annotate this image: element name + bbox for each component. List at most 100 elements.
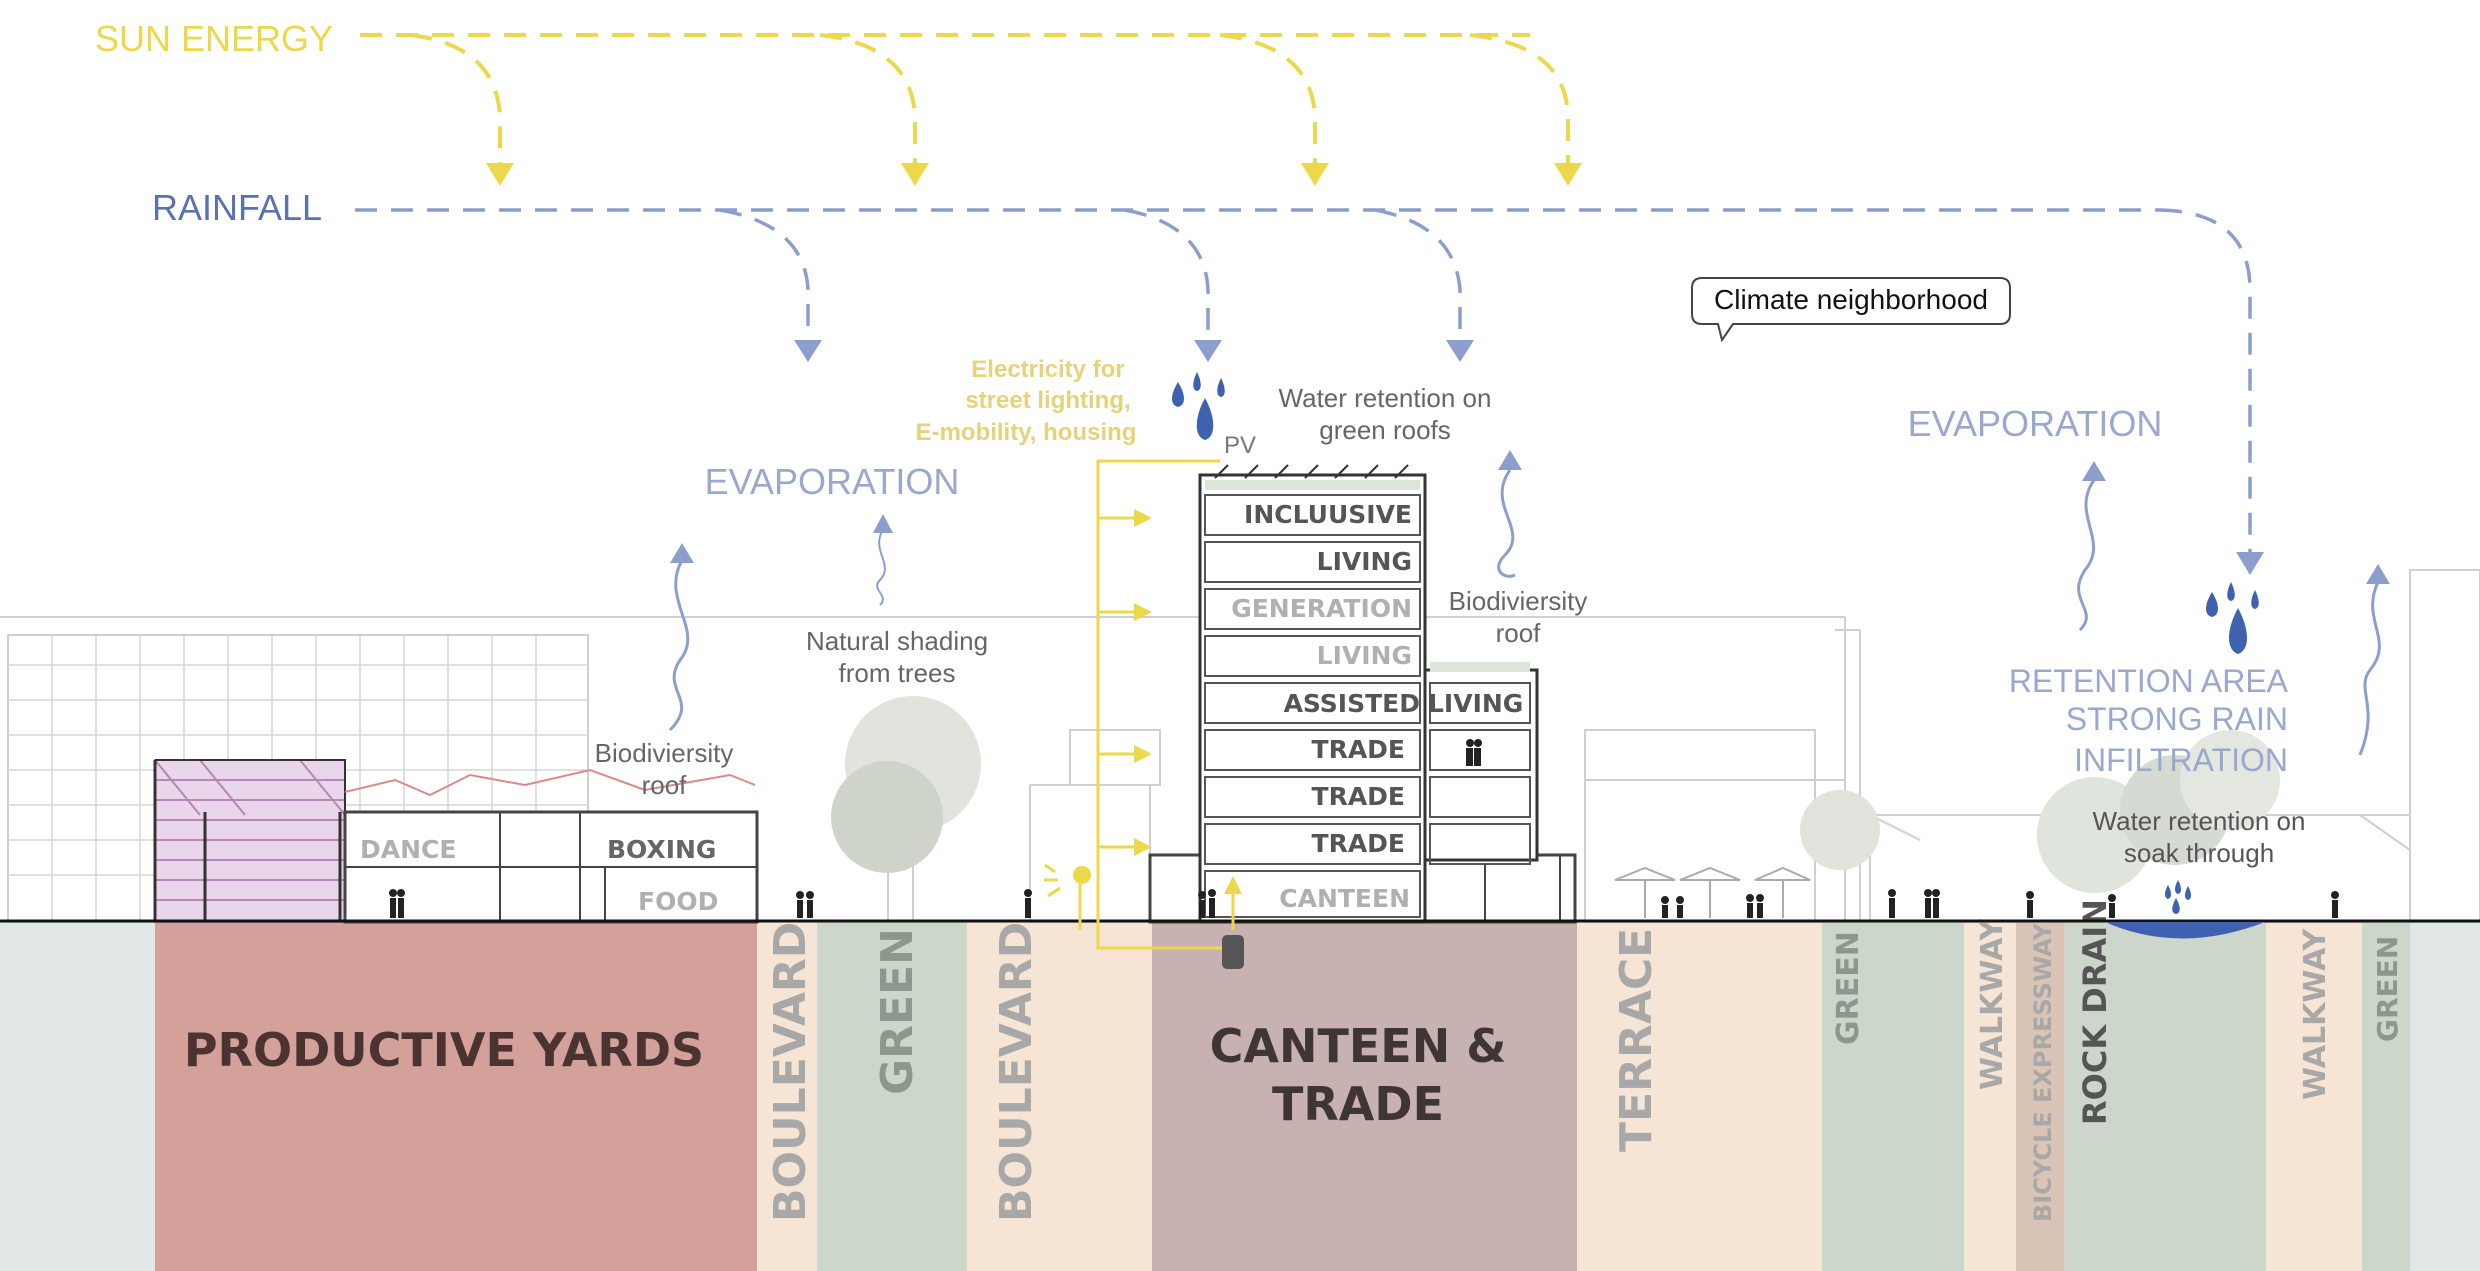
person-icon <box>2331 891 2339 918</box>
label-inclusive: INCLUUSIVE <box>1244 500 1412 529</box>
evaporation-squiggles <box>668 469 2381 756</box>
central-tower: INCLUUSIVE LIVING GENERATION LIVING ASSI… <box>1148 464 1577 924</box>
person-icon <box>1924 889 1932 918</box>
retention-area-note-3: INFILTRATION <box>2074 742 2288 778</box>
productive-yards-building: DANCE BOXING FOOD <box>153 759 759 924</box>
climate-neighborhood-callout: Climate neighborhood <box>1691 277 2011 343</box>
natural-shading-note-1: Natural shading <box>806 626 988 656</box>
water-soak-note-1: Water retention on <box>2093 806 2306 836</box>
person-icon <box>2108 894 2116 918</box>
label-boulevard-1: BOULEVARD <box>765 922 816 1222</box>
label-food: FOOD <box>638 887 718 916</box>
water-drop-icon <box>1217 378 1225 397</box>
label-rock-drain: ROCK DRAIN <box>2076 899 2114 1125</box>
water-drop-icon <box>2185 886 2191 900</box>
label-boulevard-2: BOULEVARD <box>991 922 1042 1222</box>
label-assisted: ASSISTED <box>1284 689 1420 718</box>
retention-area-note-1: RETENTION AREA <box>2009 663 2289 699</box>
label-green-2: GREEN <box>1831 931 1866 1045</box>
water-retention-roofs-note-2: green roofs <box>1319 415 1451 445</box>
evaporation-label-left: EVAPORATION <box>705 461 960 502</box>
water-drop-icon <box>1196 398 1214 440</box>
label-canteen-trade-1: CANTEEN & <box>1210 1019 1507 1073</box>
electricity-note-3: E-mobility, housing <box>916 419 1137 446</box>
label-productive-yards: PRODUCTIVE YARDS <box>184 1023 704 1077</box>
person-icon <box>1208 889 1216 918</box>
retention-basin <box>2105 922 2265 939</box>
water-drop-icon <box>2172 898 2180 914</box>
label-green-3: GREEN <box>2371 936 2404 1042</box>
electricity-note-2: street lighting, <box>965 387 1130 414</box>
water-retention-roofs-note-1: Water retention on <box>1279 383 1492 413</box>
label-living-1: LIVING <box>1317 547 1412 576</box>
zone-labels: PRODUCTIVE YARDS BOULEVARD GREEN BOULEVA… <box>184 899 2404 1222</box>
person-icon <box>389 889 397 918</box>
label-generation: GENERATION <box>1231 594 1412 623</box>
zone-green-3 <box>2362 922 2410 1271</box>
water-drop-icon <box>1193 372 1201 391</box>
label-living-2: LIVING <box>1317 641 1412 670</box>
electricity-distribution <box>1044 459 1242 950</box>
person-icon <box>1198 891 1206 918</box>
zone-walkway-2 <box>2266 922 2362 1271</box>
water-drop-icon <box>2206 592 2218 617</box>
person-icon <box>2026 891 2034 918</box>
rain-arrowheads <box>794 340 2264 575</box>
person-icon <box>397 889 405 918</box>
zone-green-1 <box>817 922 967 1271</box>
label-trade-1: TRADE <box>1312 735 1405 764</box>
rainfall-flows <box>355 208 2252 555</box>
label-walkway-2: WALKWAY <box>2298 928 2333 1100</box>
person-icon <box>1756 894 1764 918</box>
label-living-3: LIVING <box>1428 689 1523 718</box>
retention-area-note-2: STRONG RAIN <box>2066 701 2288 737</box>
label-trade-2: TRADE <box>1312 782 1405 811</box>
person-icon <box>1932 889 1940 918</box>
zone-green-2 <box>1822 922 1964 1271</box>
biodiversity-roof-right-note-2: roof <box>1496 618 1542 648</box>
people <box>389 739 2339 918</box>
label-trade-3: TRADE <box>1312 829 1405 858</box>
zone-rock-drain <box>2064 922 2266 1271</box>
water-soak-note-2: soak through <box>2124 838 2274 868</box>
water-drop-icon <box>2175 880 2181 894</box>
evaporation-label-right: EVAPORATION <box>1908 403 2163 444</box>
label-dance: DANCE <box>360 835 456 864</box>
person-icon <box>1676 896 1684 918</box>
label-green-1: GREEN <box>872 928 923 1095</box>
sun-energy-flows <box>360 33 1570 165</box>
water-drop-icon <box>1172 382 1184 407</box>
person-icon <box>806 891 814 918</box>
person-icon <box>1746 894 1754 918</box>
person-icon <box>1888 889 1896 918</box>
electricity-note-1: Electricity for <box>971 356 1124 383</box>
water-drops <box>1172 372 2259 914</box>
label-canteen-trade-2: TRADE <box>1272 1077 1444 1131</box>
tower-floor-labels: INCLUUSIVE LIVING GENERATION LIVING ASSI… <box>1231 500 1523 913</box>
tree-crown <box>831 761 943 873</box>
label-bicycle-expressway: BICYCLE EXPRESSWAY <box>2029 922 2057 1222</box>
rainfall-label: RAINFALL <box>152 187 322 228</box>
label-boxing: BOXING <box>607 835 716 864</box>
biodiversity-roof-right-note-1: Biodiviersity <box>1449 586 1588 616</box>
sun-arrowheads <box>486 163 1582 186</box>
person-icon <box>1466 739 1474 766</box>
zone-terrace <box>1577 922 1822 1271</box>
person-icon <box>1024 889 1032 918</box>
water-drop-icon <box>2165 885 2171 899</box>
biodiversity-roof-left-note-2: roof <box>642 770 688 800</box>
zone-canteen-trade <box>1152 922 1577 1271</box>
natural-shading-note-2: from trees <box>838 658 955 688</box>
climate-neighborhood-title: Climate neighborhood <box>1714 284 1988 315</box>
zone-boulevard-1 <box>757 922 817 1271</box>
label-terrace: TERRACE <box>1611 928 1662 1152</box>
zone-bicycle-expressway <box>2016 922 2064 1271</box>
water-drop-icon <box>2227 582 2235 601</box>
zone-walkway-1 <box>1964 922 2016 1271</box>
tree-crown <box>2180 730 2280 830</box>
ground-zones <box>0 922 2480 1271</box>
zone-edge-right <box>2410 922 2480 1271</box>
label-canteen: CANTEEN <box>1279 884 1410 913</box>
sun-energy-label: SUN ENERGY <box>95 18 333 59</box>
